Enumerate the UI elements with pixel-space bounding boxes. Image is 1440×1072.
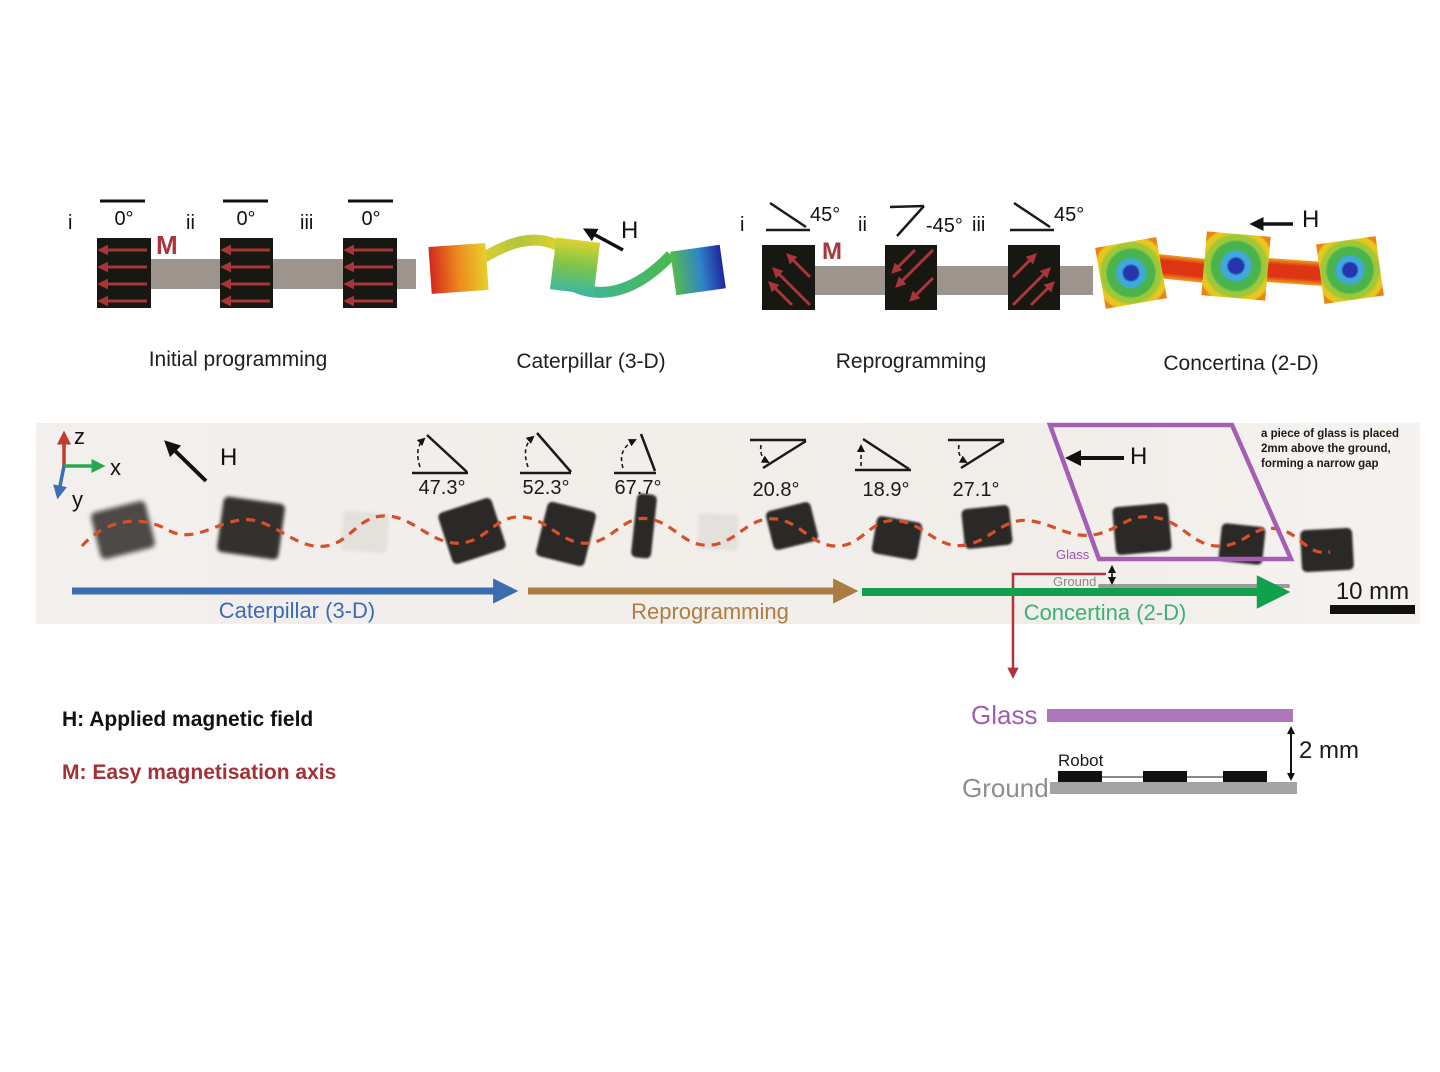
gap-distance-label: 2 mm: [1299, 737, 1359, 764]
easy-axis-label: M: [822, 238, 842, 265]
panel-caption: Reprogramming: [835, 350, 987, 373]
magnetization-angle: -45°: [926, 215, 963, 237]
tilt-angle-value: 18.9°: [862, 479, 910, 501]
h-field-label: H: [621, 217, 639, 244]
scale-bar: [1330, 605, 1415, 614]
magnetization-angle: 0°: [361, 208, 381, 230]
gap-robot-segment: [1058, 771, 1102, 783]
gap-ground-label: Ground: [962, 773, 1049, 803]
robot-snapshot: [216, 495, 286, 561]
robot-ghost: [340, 510, 390, 554]
segment-numeral: i: [68, 212, 73, 234]
gap-robot-label: Robot: [1058, 751, 1104, 770]
concertina-simulation-icon: [1095, 231, 1384, 309]
robot-snapshot: [961, 504, 1013, 550]
gap-glass-bar: [1047, 709, 1293, 722]
legend-h: H: Applied magnetic field: [62, 708, 314, 731]
gap-robot-segment: [1223, 771, 1267, 783]
phase-label-reprogramming: Reprogramming: [631, 599, 789, 624]
legend-m: M: Easy magnetisation axis: [62, 761, 337, 784]
magnetization-angle: 0°: [236, 208, 256, 230]
magnetization-angle: 45°: [1054, 204, 1085, 226]
magnet-block: [97, 238, 151, 308]
tilt-angle-value: 47.3°: [418, 477, 466, 499]
axis-z-label: z: [74, 424, 85, 449]
tilt-angle-value: 20.8°: [752, 479, 800, 501]
segment-numeral: i: [740, 214, 745, 236]
magnet-block: [885, 245, 937, 310]
phase-label-caterpillar: Caterpillar (3-D): [218, 598, 376, 623]
tilt-angle-value: 67.7°: [614, 477, 662, 499]
axis-y-label: y: [72, 487, 83, 512]
magnetization-angle: 45°: [810, 204, 841, 226]
gap-glass-label: Glass: [971, 700, 1038, 730]
segment-numeral: iii: [300, 212, 314, 234]
scale-bar-label: 10 mm: [1335, 578, 1410, 605]
robot-ghost: [697, 513, 739, 551]
gap-ground-bar: [1050, 782, 1297, 794]
segment-numeral: ii: [186, 212, 195, 234]
magnetization-angle: 0°: [114, 208, 134, 230]
axis-x-label: x: [110, 455, 121, 480]
magnet-block: [762, 245, 815, 310]
easy-axis-label: M: [156, 230, 178, 260]
phase-label-concertina: Concertina (2-D): [1023, 600, 1187, 625]
panel-caption: Caterpillar (3-D): [516, 350, 666, 373]
glass-mini-label: Glass: [1056, 547, 1090, 562]
tilt-angle-value: 52.3°: [522, 477, 570, 499]
robot-snapshot: [1218, 522, 1266, 566]
magnet-block: [220, 238, 273, 308]
ground-mini-label: Ground: [1053, 574, 1097, 589]
segment-numeral: iii: [972, 214, 986, 236]
glass-annotation: a piece of glass is placed 2mm above the…: [1261, 428, 1400, 470]
segment-numeral: ii: [858, 214, 867, 236]
tilt-angle-value: 27.1°: [952, 479, 1000, 501]
h-field-label: H: [220, 444, 238, 471]
h-field-label: H: [1130, 443, 1148, 470]
h-field-label: H: [1302, 206, 1320, 233]
panel-caption: Concertina (2-D): [1163, 352, 1319, 375]
gap-robot-segment: [1143, 771, 1187, 783]
magnet-block: [1008, 245, 1060, 310]
magnet-block: [343, 238, 397, 308]
panel-caption: Initial programming: [148, 348, 328, 371]
caterpillar-simulation-icon: [428, 234, 726, 298]
robot-snapshot: [871, 515, 923, 561]
robot-snapshot: [1112, 502, 1172, 556]
robot-snapshot: [1299, 527, 1355, 573]
